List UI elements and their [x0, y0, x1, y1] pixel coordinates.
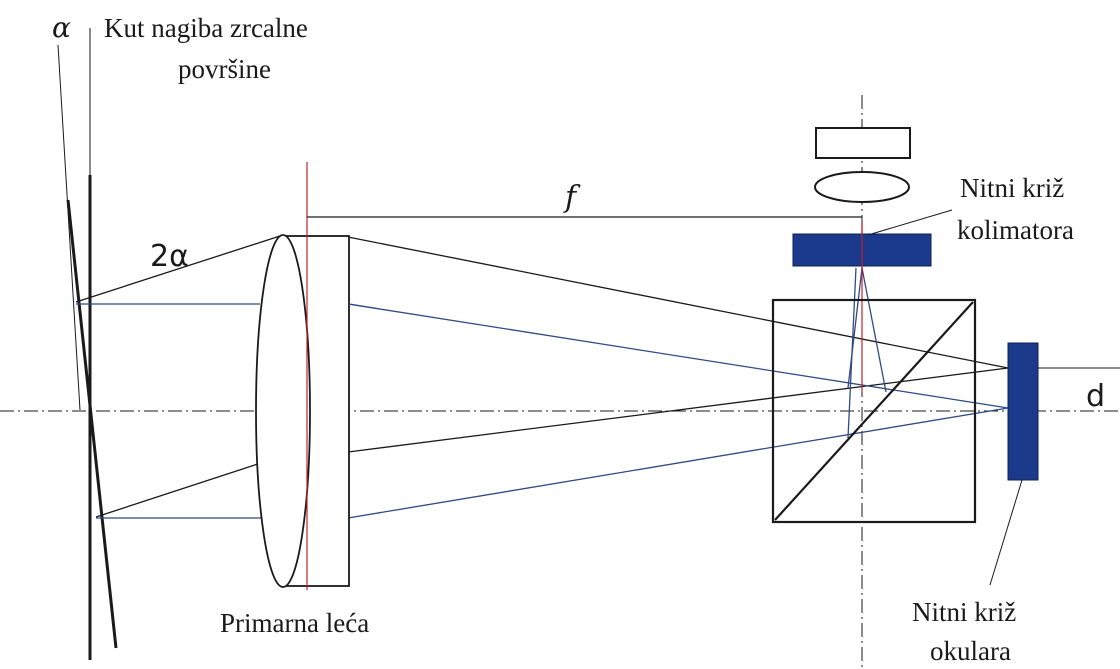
alpha-symbol-label: α [52, 11, 71, 44]
eyepiece-reticle-label-line1: Nitni križ [912, 597, 1016, 627]
displacement-label: d [1086, 379, 1105, 414]
focal-length-label: f [563, 180, 581, 215]
collimator-reticle-label-line2: kolimatora [957, 215, 1074, 245]
collimator-reticle-leader [867, 209, 953, 236]
primary-lens [255, 234, 350, 588]
condenser-lens [814, 171, 910, 203]
eyepiece-reticle [1007, 342, 1039, 481]
light-source-housing [815, 127, 911, 159]
eyepiece-reticle-leader [989, 479, 1023, 586]
mirror-angle-label-line2: površine [178, 54, 271, 84]
primary-lens-label: Primarna leća [220, 608, 369, 638]
tilted-mirror [66, 199, 118, 649]
eyepiece-reticle-label-line2: okulara [930, 636, 1011, 666]
beam-splitter-cube [771, 298, 977, 524]
alpha-thin-line [57, 44, 81, 411]
mirror-angle-label-line1: Kut nagiba zrcalne [104, 13, 308, 43]
incident-rays [76, 267, 1009, 519]
collimator-reticle-label-line1: Nitni križ [960, 173, 1064, 203]
reflected-rays [75, 234, 1009, 518]
two-alpha-label: 2α [150, 239, 189, 274]
